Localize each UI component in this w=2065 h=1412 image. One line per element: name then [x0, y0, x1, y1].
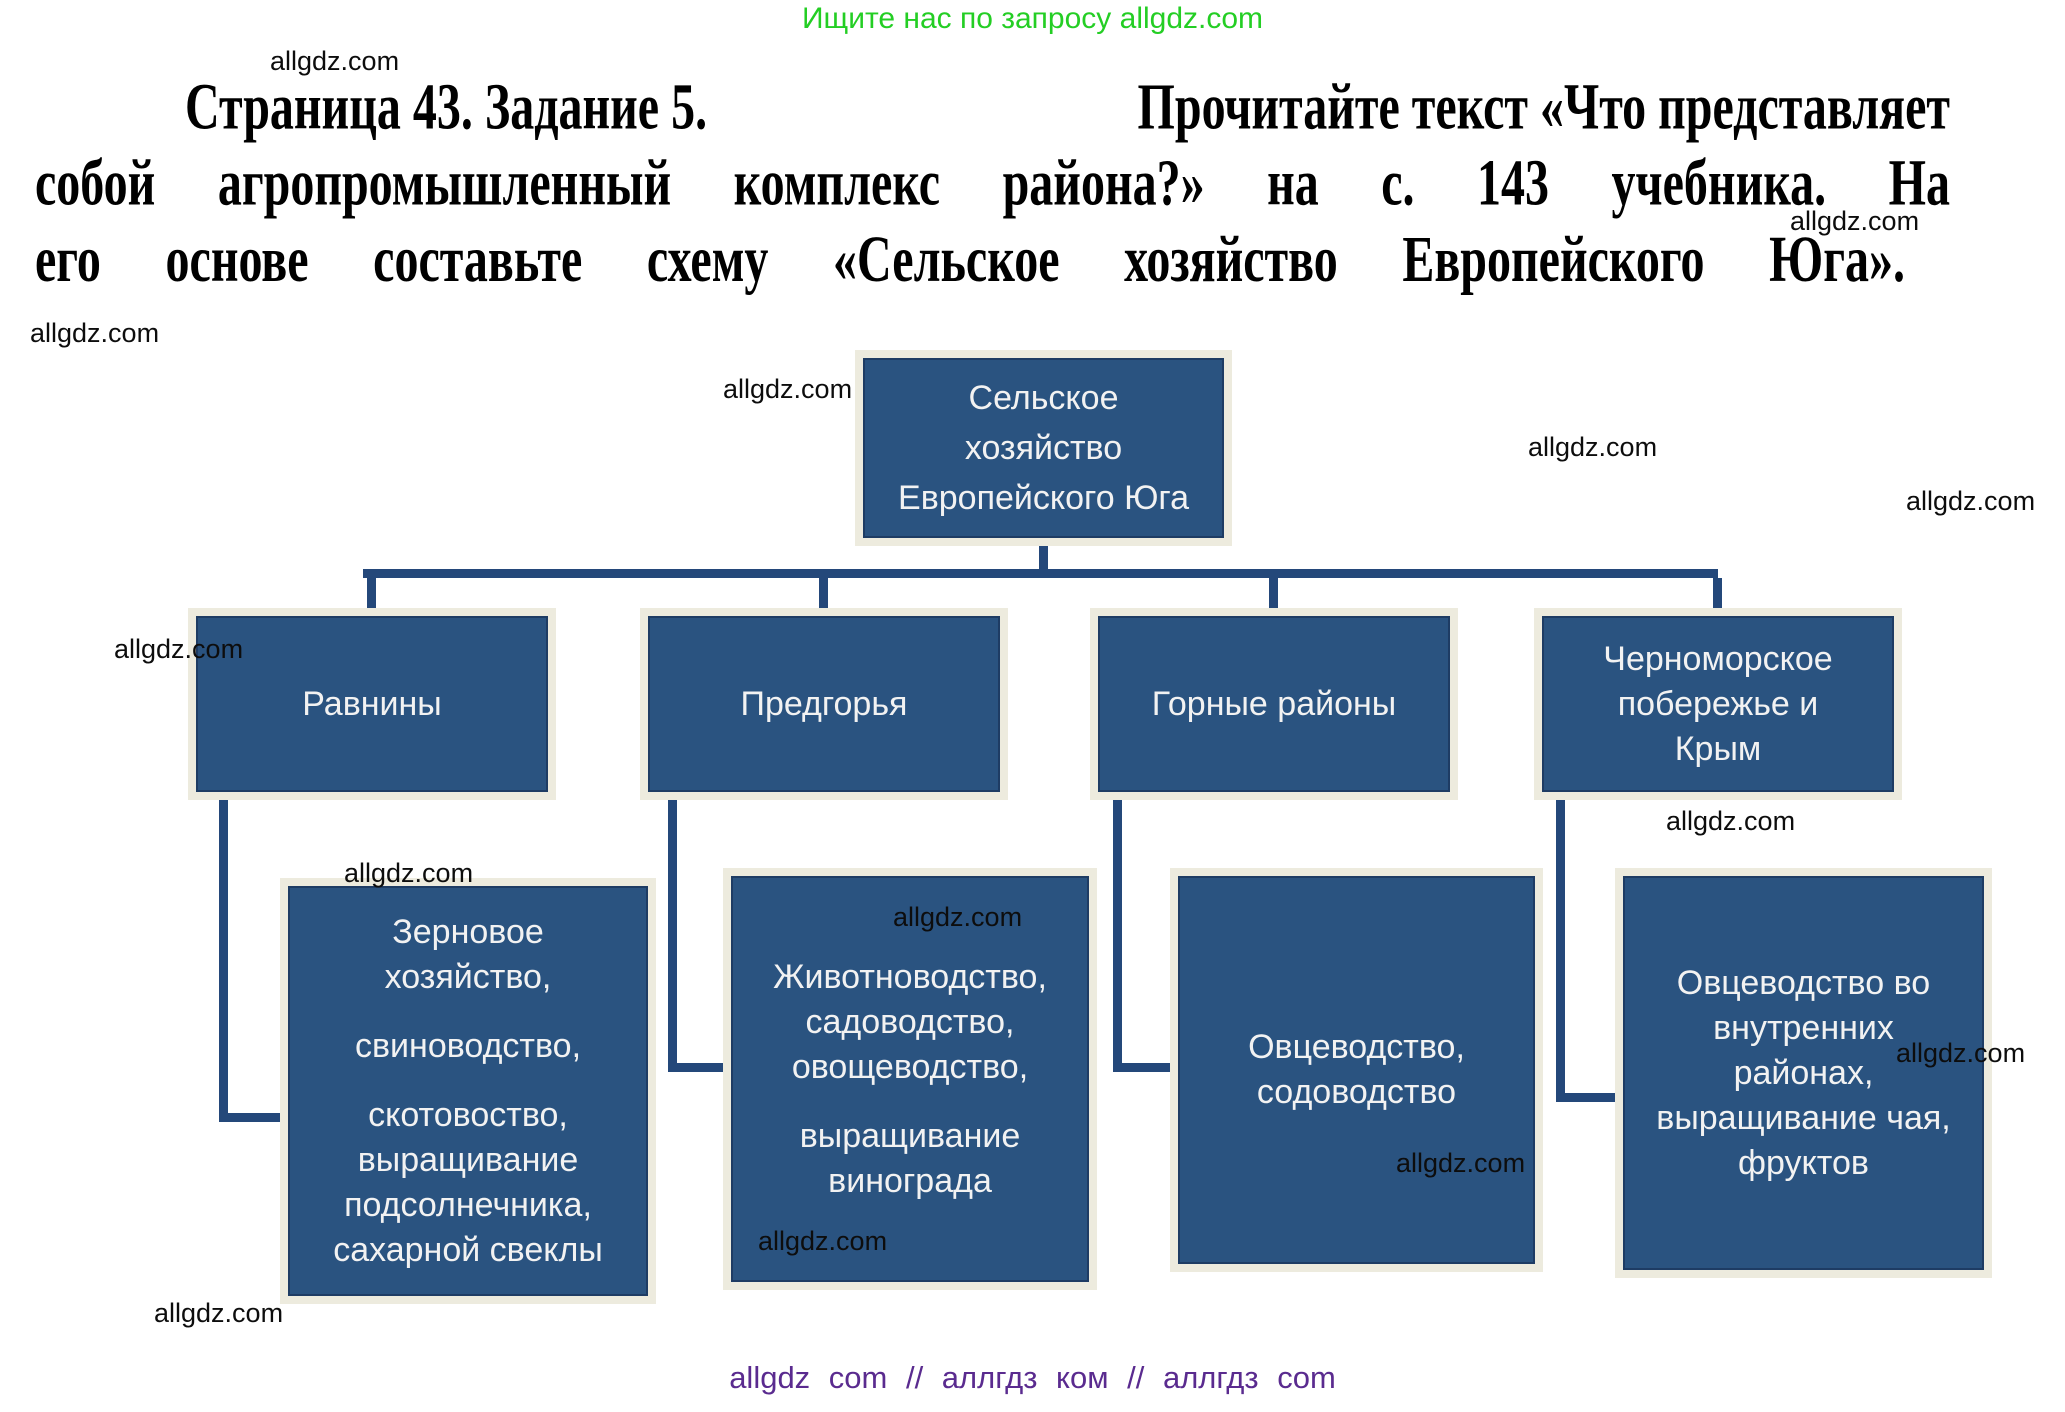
connector-elbow-plains-v: [219, 800, 228, 1122]
leaf-box-line: Животноводство,: [773, 957, 1047, 996]
leaf-box-line: выращивание чая,: [1656, 1098, 1951, 1137]
branch-box-label: Горные районы: [1151, 684, 1397, 723]
leaf-box-plains-activities: Зерновое хозяйство, свиноводство, скотов…: [280, 878, 656, 1304]
leaf-box-line: Овцеводство во: [1676, 963, 1931, 1002]
connector-root-stub: [1039, 546, 1048, 578]
connector-drop-mountains: [1269, 578, 1278, 610]
watermark: allgdz.com: [344, 858, 474, 888]
branch-box-line: побережье и: [1617, 684, 1819, 723]
leaf-box-line: свиноводство,: [354, 1026, 582, 1065]
branch-box-line: Черноморское: [1603, 639, 1833, 678]
watermark: allgdz.com: [1666, 806, 1796, 836]
connector-elbow-plains-h: [219, 1113, 291, 1122]
task-title-line-1: Страница 43. Задание 5. Прочитайте текст…: [35, 70, 1950, 146]
watermark: allgdz.com: [270, 46, 400, 76]
watermark: allgdz.com: [114, 634, 244, 664]
connector-drop-coast: [1713, 578, 1722, 610]
root-box-line: хозяйство: [964, 429, 1123, 467]
leaf-box-line: хозяйство,: [384, 957, 552, 996]
connector-elbow-coast-v: [1556, 800, 1565, 1102]
watermark: allgdz.com: [1790, 206, 1920, 236]
leaf-box-line: внутренних: [1713, 1008, 1894, 1047]
task-page-number: Страница 43. Задание 5.: [185, 71, 708, 144]
task-title-line-3: его основе составьте схему «Сельское хоз…: [35, 223, 1905, 296]
leaf-box-foothills-activities: Животноводство, садоводство, овощеводств…: [723, 868, 1097, 1290]
watermark: allgdz.com: [30, 318, 160, 348]
connector-elbow-coast-h: [1556, 1093, 1624, 1102]
leaf-box-line: районах,: [1733, 1053, 1874, 1092]
watermark: allgdz.com: [723, 374, 853, 404]
leaf-box-line: содоводство: [1256, 1073, 1457, 1111]
leaf-box-coast-activities: Овцеводство во внутренних районах, выращ…: [1615, 868, 1992, 1278]
promo-banner: Ищите нас по запросу allgdz.com: [801, 2, 1264, 35]
watermark: allgdz.com: [1528, 432, 1658, 462]
branch-box-line: Крым: [1674, 729, 1762, 768]
watermark: allgdz.com: [893, 902, 1023, 932]
leaf-box-line: выращивание: [799, 1116, 1021, 1155]
watermark: allgdz.com: [1906, 486, 2036, 516]
leaf-box-line: фруктов: [1738, 1143, 1869, 1182]
leaf-box-line: винограда: [828, 1161, 992, 1200]
task-title: Страница 43. Задание 5. Прочитайте текст…: [35, 70, 1950, 298]
connector-elbow-mountains-v: [1113, 800, 1122, 1072]
leaf-box-line: скотовоство,: [368, 1095, 568, 1134]
branch-box-label: Предгорья: [740, 684, 908, 723]
leaf-box-mountains-activities: Овцеводство, содоводство: [1170, 868, 1543, 1272]
branch-box-foothills: Предгорья: [640, 608, 1008, 800]
leaf-box-line: Овцеводство,: [1248, 1028, 1465, 1066]
watermark: allgdz.com: [1396, 1148, 1526, 1178]
watermark: allgdz.com: [758, 1226, 888, 1256]
branch-box-plains: Равнины: [188, 608, 556, 800]
branch-box-black-sea-coast: Черноморское побережье и Крым: [1534, 608, 1902, 800]
leaf-box-line: садоводство,: [805, 1002, 1015, 1041]
watermark: allgdz.com: [154, 1298, 284, 1328]
leaf-box-line: сахарной свеклы: [333, 1230, 603, 1269]
connector-drop-foothills: [819, 578, 828, 610]
root-box-line: Сельское: [968, 379, 1119, 417]
leaf-box-line: Зерновое: [392, 912, 544, 951]
watermark: allgdz.com: [1896, 1038, 2026, 1068]
leaf-box-line: выращивание: [357, 1140, 579, 1179]
root-box-agriculture: Сельское хозяйство Европейского Юга: [855, 350, 1232, 546]
branch-box-label: Равнины: [302, 684, 442, 723]
connector-horizontal-bar: [363, 569, 1718, 578]
footer-watermark-line: allgdz com // аллгдз ком // аллгдз com: [729, 1360, 1336, 1395]
leaf-box-line: овощеводство,: [791, 1047, 1029, 1086]
task-title-line-1-right: Прочитайте текст «Что представляет: [1137, 71, 1950, 144]
connector-elbow-foothills-h: [668, 1063, 732, 1072]
root-box-line: Европейского Юга: [898, 479, 1189, 517]
task-title-line-2: собой агропромышленный комплекс района?»…: [35, 147, 1950, 220]
leaf-box-line: подсолнечника,: [344, 1185, 592, 1224]
connector-drop-plains: [367, 578, 376, 610]
branch-box-mountains: Горные районы: [1090, 608, 1458, 800]
connector-elbow-mountains-h: [1113, 1063, 1179, 1072]
connector-elbow-foothills-v: [668, 800, 677, 1072]
